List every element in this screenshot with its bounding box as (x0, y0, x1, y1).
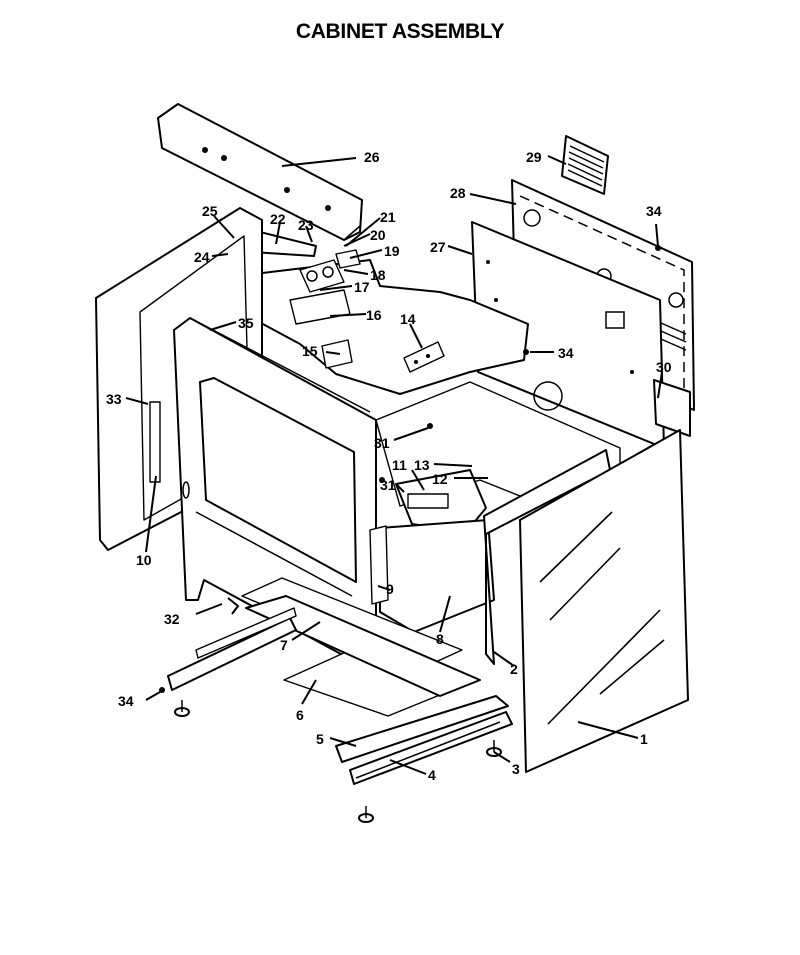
callout-21: 21 (380, 209, 396, 225)
door-glass-panel (519, 429, 689, 773)
callout-31-lower: 31 (380, 477, 396, 493)
control-components (299, 225, 361, 293)
callout-6: 6 (296, 707, 304, 723)
callout-32: 32 (164, 611, 180, 627)
callout-16: 16 (366, 307, 382, 323)
callout-33: 33 (106, 391, 122, 407)
front-frame (173, 317, 377, 677)
callout-8: 8 (436, 631, 444, 647)
clip (227, 597, 240, 615)
front-rail (335, 695, 513, 785)
callout-23: 23 (298, 217, 314, 233)
callout-29: 29 (526, 149, 542, 165)
callout-1: 1 (640, 731, 648, 747)
callout-12: 12 (432, 471, 448, 487)
page-title: CABINET ASSEMBLY (295, 20, 505, 43)
callout-27: 27 (430, 239, 446, 255)
callout-28: 28 (450, 185, 466, 201)
bottom-panel (245, 595, 481, 697)
callout-15: 15 (302, 343, 318, 359)
callout-34-middle: 34 (558, 345, 574, 361)
callout-4: 4 (428, 767, 436, 783)
callout-30: 30 (656, 359, 672, 375)
callout-20: 20 (370, 227, 386, 243)
right-rear-bracket (653, 379, 691, 437)
callout-10: 10 (136, 552, 152, 568)
callout-34-bottom: 34 (118, 693, 134, 709)
vent-grille (561, 135, 609, 195)
callout-11: 11 (392, 457, 407, 473)
callout-19: 19 (384, 243, 400, 259)
callout-35: 35 (238, 315, 254, 331)
callout-25: 25 (202, 203, 218, 219)
leader-lines (125, 155, 663, 775)
callout-34-top: 34 (646, 203, 662, 219)
right-side-panel (483, 449, 611, 665)
callout-13: 13 (414, 457, 430, 473)
left-rail (167, 607, 297, 691)
callout-14: 14 (400, 311, 416, 327)
top-cover-plate (225, 259, 529, 395)
callout-9: 9 (386, 581, 394, 597)
callout-2: 2 (510, 661, 518, 677)
callout-31-upper: 31 (374, 435, 390, 451)
callout-24: 24 (194, 249, 210, 265)
top-trim-panel (157, 103, 363, 241)
callout-3: 3 (512, 761, 520, 777)
callout-7: 7 (280, 637, 288, 653)
callout-22: 22 (270, 211, 286, 227)
callout-5: 5 (316, 731, 324, 747)
callout-17: 17 (354, 279, 370, 295)
callout-18: 18 (370, 267, 386, 283)
callout-26: 26 (364, 149, 380, 165)
